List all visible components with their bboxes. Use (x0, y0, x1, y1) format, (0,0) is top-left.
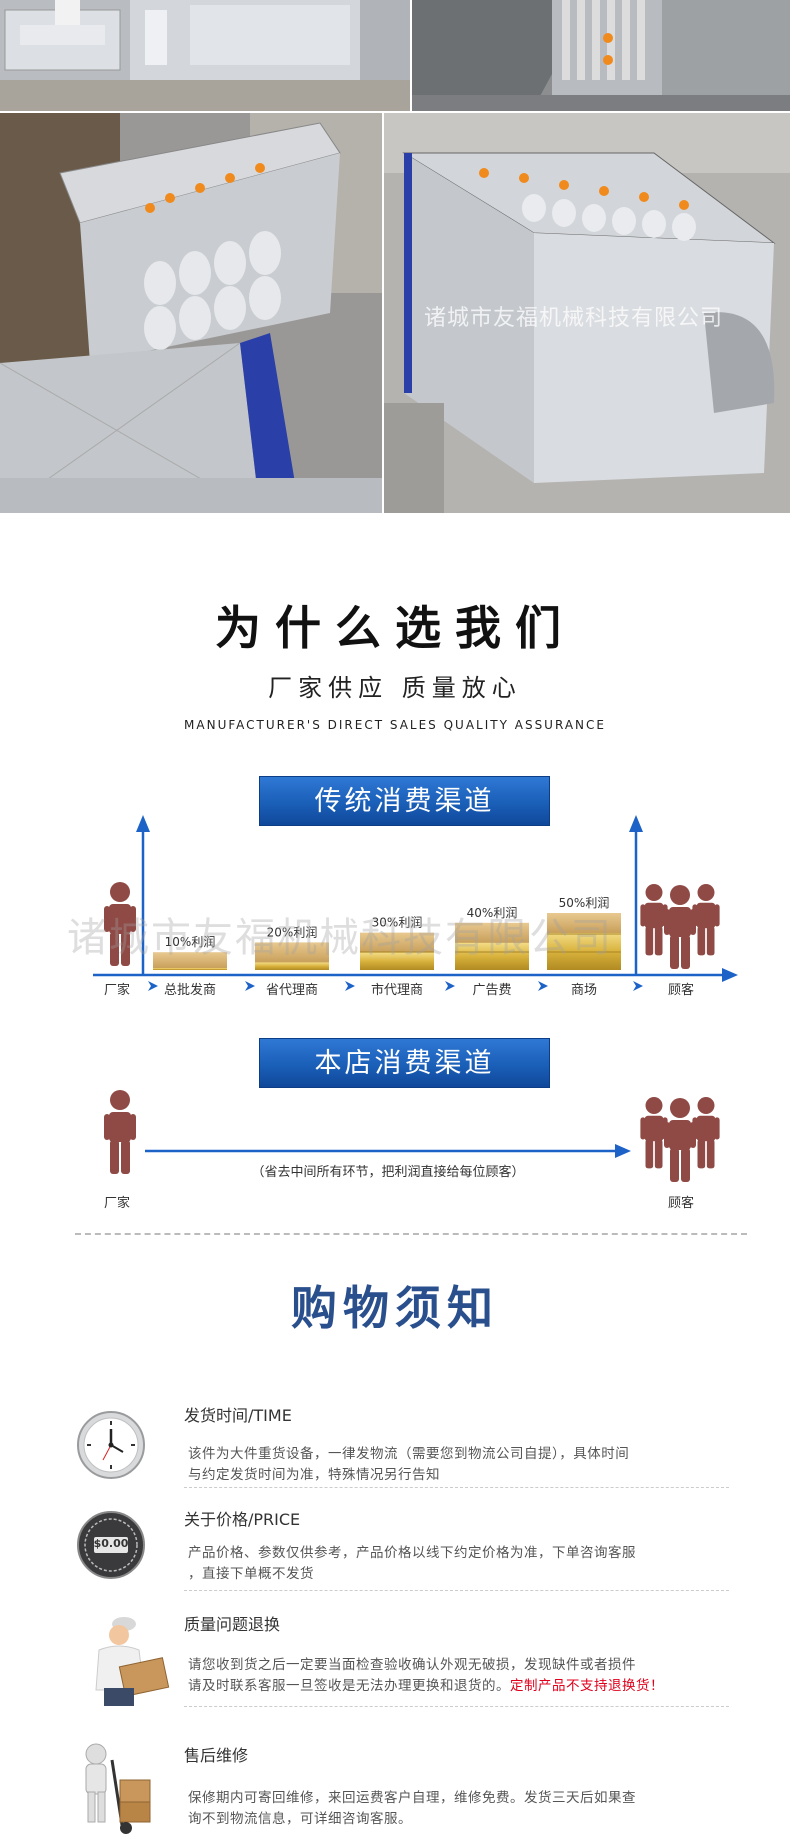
notice-body-quality: 请您收到货之后一定要当面检查验收确认外观无破损，发现缺件或者损件 请及时联系客服… (188, 1655, 708, 1697)
notice-body-shipping-line2: 与约定发货时间为准，特殊情况另行告知 (188, 1467, 440, 1483)
direct-end-label: 顾客 (668, 1196, 695, 1211)
notice-body-aftersales: 保修期内可寄回维修，来回运费客户自理，维修免费。发货三天后如果查 询不到物流信息… (188, 1788, 708, 1830)
notice-heading-quality: 质量问题退换 (184, 1615, 281, 1634)
direct-start-label: 厂家 (104, 1196, 131, 1211)
traditional-start-label: 厂家 (104, 983, 131, 998)
flow-chevron-6 (633, 981, 643, 991)
traditional-channel-banner: 传统消费渠道 (259, 776, 550, 826)
direct-channel-note: （省去中间所有环节，把利润直接给每位顾客） (251, 1165, 525, 1180)
notice-heading-price: 关于价格/PRICE (184, 1510, 301, 1529)
direct-channel-banner: 本店消费渠道 (259, 1038, 550, 1088)
stage-label-4: 广告费 (472, 983, 512, 998)
why-us-title: 为什么选我们 (215, 601, 575, 655)
shopping-notice-title: 购物须知 (291, 1281, 499, 1335)
notice-body-aftersales-line2: 询不到物流信息，可详细咨询客服。 (188, 1811, 412, 1827)
notice-body-price: 产品价格、参数仅供参考，产品价格以线下约定价格为准，下单咨询客服 ，直接下单概不… (188, 1543, 708, 1585)
flow-chevron-4 (445, 981, 455, 991)
stage-label-2: 省代理商 (265, 983, 319, 998)
profit-bar-1 (153, 968, 227, 970)
price-tag-text: $0.00 (93, 1537, 129, 1550)
notice-heading-shipping: 发货时间/TIME (184, 1406, 292, 1425)
notice-body-price-line2: ，直接下单概不发货 (188, 1566, 314, 1582)
notice-body-quality-warning: 定制产品不支持退换货！ (510, 1678, 664, 1694)
notice-divider-1 (184, 1487, 729, 1488)
notice-body-quality-line2-text: 请及时联系客服一旦签收是无法办理更换和退货的。 (188, 1678, 510, 1694)
flow-chevron-3 (345, 981, 355, 991)
notice-body-price-line1: 产品价格、参数仅供参考，产品价格以线下约定价格为准，下单咨询客服 (188, 1545, 636, 1561)
why-us-english-subtitle: MANUFACTURER'S DIRECT SALES QUALITY ASSU… (184, 718, 606, 732)
clock-icon (76, 1410, 146, 1480)
photo-machine-bottom-right (384, 113, 790, 513)
customers-group-icon (640, 884, 720, 969)
direct-customers-group-icon (640, 1097, 720, 1182)
photo-machine-top-left (0, 0, 410, 111)
stage-label-5: 商场 (570, 983, 598, 998)
stage-label-3: 市代理商 (370, 983, 424, 998)
notice-divider-3 (184, 1706, 729, 1707)
notice-body-shipping-line1: 该件为大件重货设备，一律发物流（需要您到物流公司自提），具体时间 (188, 1446, 630, 1462)
photo-machine-bottom-left (0, 113, 382, 513)
hand-truck-icon (74, 1740, 164, 1835)
direct-manufacturer-person-icon (104, 1090, 136, 1174)
flow-chevron-1 (148, 981, 158, 991)
watermark-photo: 诸城市友福机械科技有限公司 (424, 306, 724, 331)
notice-body-quality-line1: 请您收到货之后一定要当面检查验收确认外观无破损，发现缺件或者损件 (188, 1657, 636, 1673)
notice-body-shipping: 该件为大件重货设备，一律发物流（需要您到物流公司自提），具体时间 与约定发货时间… (188, 1444, 708, 1486)
section-divider (75, 1233, 747, 1235)
notice-body-quality-line2: 请及时联系客服一旦签收是无法办理更换和退货的。定制产品不支持退换货！ (188, 1676, 708, 1697)
price-tag-icon: $0.00 (76, 1510, 146, 1580)
flow-chevron-5 (538, 981, 548, 991)
stage-label-1: 总批发商 (163, 983, 217, 998)
notice-heading-aftersales: 售后维修 (184, 1746, 249, 1765)
flow-chevron-2 (245, 981, 255, 991)
delivery-man-icon (74, 1610, 174, 1710)
traditional-end-label: 顾客 (668, 983, 695, 998)
profit-bar-2 (255, 962, 329, 970)
watermark-diagram: 诸城市友福机械科技有限公司 (67, 915, 613, 961)
why-us-subtitle: 厂家供应 质量放心 (268, 674, 522, 702)
notice-body-aftersales-line1: 保修期内可寄回维修，来回运费客户自理，维修免费。发货三天后如果查 (188, 1790, 636, 1806)
photo-machine-top-right (412, 0, 790, 111)
notice-divider-2 (184, 1590, 729, 1591)
